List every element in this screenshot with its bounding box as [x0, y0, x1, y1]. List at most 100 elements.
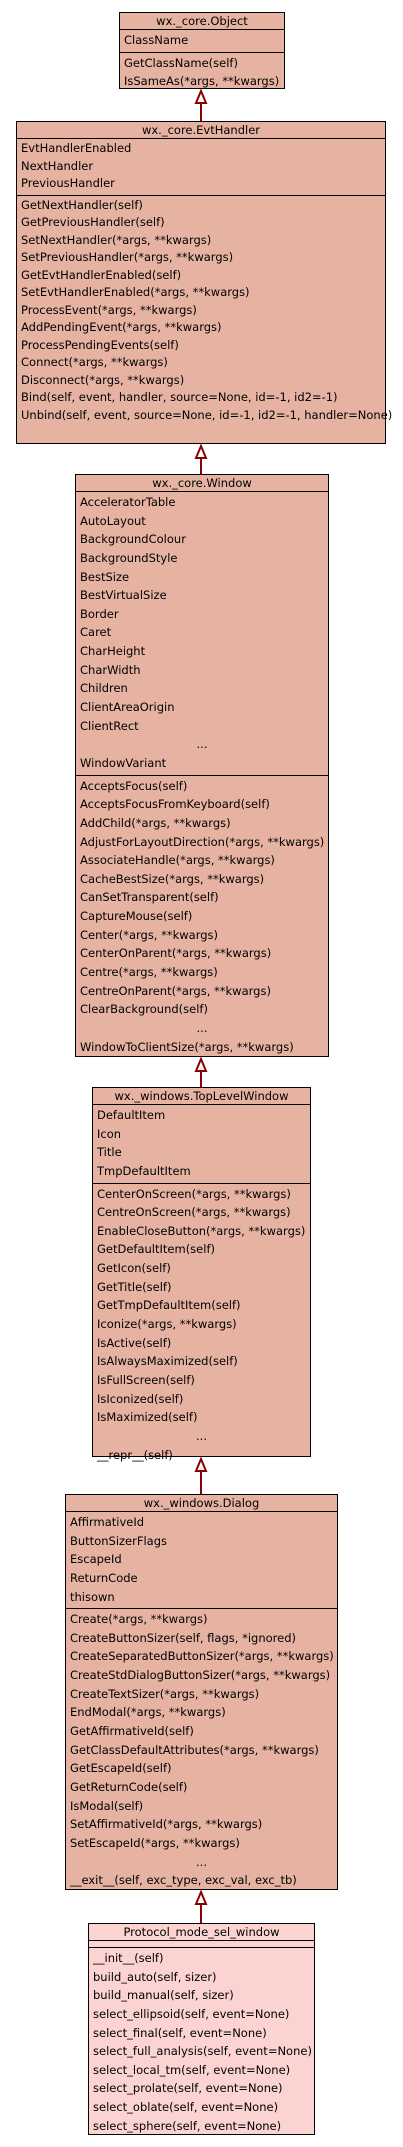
class-methods: AcceptsFocus(self) AcceptsFocusFromKeyboa… — [76, 776, 328, 1059]
ellipsis-row: ... — [196, 1854, 207, 1869]
class-title: Protocol_mode_sel_window — [89, 1924, 314, 1941]
method-row: SetEscapeId(*args, **kwargs) — [70, 1835, 240, 1850]
class-methods: Create(*args, **kwargs) CreateButtonSizer… — [66, 1609, 337, 1892]
method-row: IsFullScreen(self) — [97, 1372, 195, 1387]
method-row: IsSameAs(*args, **kwargs) — [124, 74, 280, 89]
inheritance-arrowhead — [194, 1056, 208, 1072]
method-row: Iconize(*args, **kwargs) — [97, 1317, 237, 1332]
attribute-row: EscapeId — [70, 1552, 122, 1567]
method-row: select_ellipsoid(self, event=None) — [93, 2006, 290, 2021]
method-row: ClearBackground(self) — [80, 1002, 208, 1017]
method-row: __init__(self) — [93, 1951, 164, 1965]
method-row: AcceptsFocus(self) — [80, 778, 188, 793]
method-row: AddChild(*args, **kwargs) — [80, 815, 231, 830]
ellipsis-row: ... — [196, 1020, 208, 1035]
method-row: select_oblate(self, event=None) — [93, 2100, 279, 2115]
method-row: IsAlwaysMaximized(self) — [97, 1354, 238, 1369]
method-row: CentreOnScreen(*args, **kwargs) — [97, 1205, 291, 1220]
inheritance-arrowhead — [194, 443, 208, 459]
class-attributes — [89, 1941, 314, 1948]
method-row: SetNextHandler(*args, **kwargs) — [21, 232, 212, 247]
method-row: CanSetTransparent(self) — [80, 890, 219, 905]
attribute-row: ClientRect — [80, 718, 139, 733]
method-row: GetNextHandler(self) — [21, 197, 143, 212]
class-methods: GetNextHandler(self) GetPreviousHandler(s… — [17, 196, 393, 427]
method-row: select_local_tm(self, event=None) — [93, 2062, 291, 2077]
method-row: AdjustForLayoutDirection(*args, **kwargs… — [80, 834, 325, 849]
method-row: AcceptsFocusFromKeyboard(self) — [80, 797, 270, 812]
method-row: CreateSeparatedButtonSizer(*args, **kwar… — [70, 1649, 334, 1664]
method-row: GetPreviousHandler(self) — [21, 215, 165, 229]
class-title: wx._core.EvtHandler — [17, 122, 385, 139]
method-row: IsActive(self) — [97, 1335, 172, 1350]
method-row: GetIcon(self) — [97, 1261, 171, 1276]
attribute-row: TmpDefaultItem — [97, 1163, 191, 1178]
method-row: GetClassName(self) — [124, 55, 238, 70]
method-row: select_full_analysis(self, event=None) — [93, 2044, 312, 2059]
method-row: EnableCloseButton(*args, **kwargs) — [97, 1223, 306, 1238]
method-row: IsModal(self) — [70, 1798, 144, 1813]
method-row: GetTitle(self) — [97, 1279, 172, 1294]
attribute-row: AutoLayout — [80, 513, 146, 528]
method-row: select_final(self, event=None) — [93, 2025, 267, 2040]
attribute-row: Title — [97, 1145, 122, 1160]
method-row: ProcessPendingEvents(self) — [21, 337, 179, 352]
attribute-row: BackgroundStyle — [80, 550, 178, 565]
method-row: AddPendingEvent(*args, **kwargs) — [21, 320, 222, 334]
method-row: Create(*args, **kwargs) — [70, 1612, 208, 1627]
method-row: __exit__(self, exc_type, exc_val, exc_tb… — [70, 1873, 297, 1888]
method-row: GetReturnCode(self) — [70, 1779, 188, 1794]
attribute-row: ClassName — [124, 33, 189, 47]
method-row: CreateButtonSizer(self, flags, *ignored) — [70, 1630, 296, 1645]
attribute-row: ButtonSizerFlags — [70, 1533, 168, 1548]
method-row: WindowToClientSize(*args, **kwargs) — [80, 1039, 294, 1054]
attribute-row: EvtHandlerEnabled — [21, 141, 132, 155]
method-row: Center(*args, **kwargs) — [80, 927, 219, 942]
method-row: GetDefaultItem(self) — [97, 1242, 215, 1257]
method-row: AssociateHandle(*args, **kwargs) — [80, 853, 275, 868]
class-title: wx._windows.TopLevelWindow — [93, 1088, 310, 1105]
attribute-row: NextHandler — [21, 158, 94, 173]
attribute-row: ClientAreaOrigin — [80, 700, 175, 715]
attribute-row: Icon — [97, 1126, 122, 1141]
attribute-row: Children — [80, 681, 128, 696]
method-row: CacheBestSize(*args, **kwargs) — [80, 871, 265, 886]
attribute-row: ReturnCode — [70, 1570, 138, 1585]
class-methods: CenterOnScreen(*args, **kwargs)CentreOnS… — [93, 1184, 310, 1467]
attribute-row: thisown — [70, 1589, 115, 1604]
method-row: CreateStdDialogButtonSizer(*args, **kwar… — [70, 1668, 331, 1683]
class-title: wx._core.Window — [76, 475, 328, 492]
method-row: SetPreviousHandler(*args, **kwargs) — [21, 250, 234, 264]
attribute-row: BestSize — [80, 569, 130, 584]
method-row: Bind(self, event, handler, source=None, … — [21, 390, 338, 404]
attribute-row: Border — [80, 606, 119, 621]
method-row: GetAffirmativeId(self) — [70, 1724, 194, 1739]
method-row: CaptureMouse(self) — [80, 909, 193, 924]
method-row: CreateTextSizer(*args, **kwargs) — [70, 1686, 260, 1701]
method-row: GetEvtHandlerEnabled(self) — [21, 267, 182, 282]
method-row: Centre(*args, **kwargs) — [80, 965, 218, 980]
attribute-row: BackgroundColour — [80, 532, 186, 547]
method-row: EndModal(*args, **kwargs) — [70, 1705, 226, 1720]
method-row: Unbind(self, event, source=None, id=-1, … — [21, 407, 393, 422]
method-row: GetTmpDefaultItem(self) — [97, 1298, 241, 1313]
ellipsis-row: ... — [196, 737, 208, 752]
inheritance-arrowhead — [194, 1456, 208, 1472]
class-methods: __init__(self)build_auto(self, sizer)bui… — [89, 1948, 314, 2137]
method-row: __repr__(self) — [97, 1447, 173, 1462]
class-title: wx._core.Object — [120, 13, 284, 30]
inheritance-arrowhead — [194, 1889, 208, 1905]
attribute-row: AffirmativeId — [70, 1515, 145, 1529]
method-row: GetClassDefaultAttributes(*args, **kwarg… — [70, 1742, 319, 1757]
method-row: build_auto(self, sizer) — [93, 1969, 217, 1984]
attribute-row: WindowVariant — [80, 755, 167, 770]
attribute-row: DefaultItem — [97, 1108, 166, 1122]
